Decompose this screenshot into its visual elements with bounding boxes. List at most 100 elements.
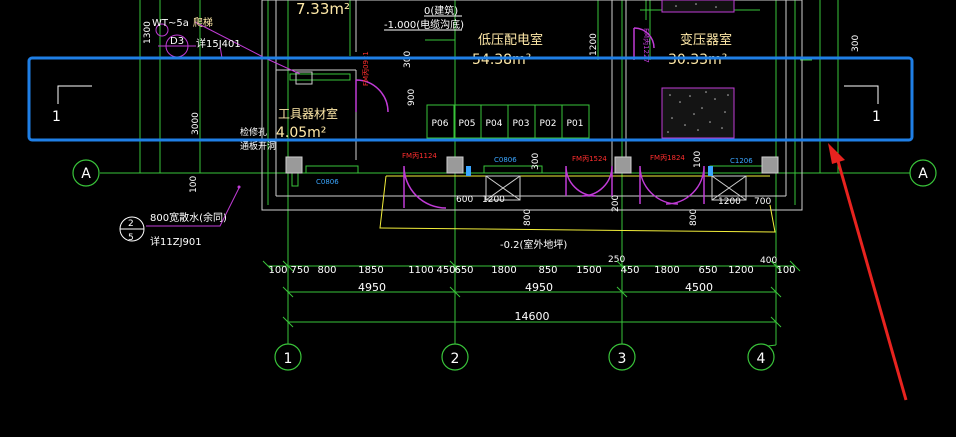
door-fm1524 xyxy=(565,165,613,197)
door-fm-top xyxy=(633,27,655,60)
elevation-cable-trench: -1.000(电缆沟底) xyxy=(384,18,464,31)
hatch-note: 通板开洞 xyxy=(240,140,276,152)
transformer-areas xyxy=(661,0,735,139)
svg-text:800: 800 xyxy=(689,209,699,226)
svg-text:900: 900 xyxy=(407,89,417,106)
dim-segment: 100 xyxy=(776,265,795,276)
detail-number-top: 2 xyxy=(128,219,134,229)
axis-label-3: 3 xyxy=(618,351,627,367)
axis-labels: A A 1 2 3 4 xyxy=(81,166,928,367)
svg-text:300: 300 xyxy=(851,35,861,52)
ladder-label: 爬梯 xyxy=(193,16,213,29)
section-mark-right xyxy=(844,85,879,104)
tag-fm1824: FM丙1824 xyxy=(650,154,685,162)
tool-room-area: 4.05m² xyxy=(276,125,326,141)
column-2 xyxy=(446,156,464,174)
dim-span: 4950 xyxy=(358,281,386,294)
transformer-room-name: 变压器室 xyxy=(680,32,732,48)
panel-label: P01 xyxy=(567,119,584,129)
tag-c0806-left: C0806 xyxy=(316,178,339,186)
dim-segment: 750 xyxy=(290,265,309,276)
svg-text:100: 100 xyxy=(189,176,199,193)
svg-text:1200: 1200 xyxy=(482,195,505,205)
door-fm0921 xyxy=(355,79,389,113)
apron-label: 800宽散水(余同) xyxy=(150,211,227,224)
elevation-outdoor: -0.2(室外地坪) xyxy=(500,238,567,251)
lv-room-area: 54.38m² xyxy=(472,52,531,68)
dim-segment: 1800 xyxy=(654,265,679,276)
d3-label: D3 xyxy=(170,36,184,47)
tag-fm0921: FM丙0921 xyxy=(362,51,370,86)
panel-label: P04 xyxy=(486,119,503,129)
detail-number-bottom: 5 xyxy=(128,233,134,243)
wt-label: WT xyxy=(152,18,169,29)
transformer-room-area: 30.33m² xyxy=(668,52,727,68)
axis-label-a-left: A xyxy=(81,166,91,182)
hatch-hole-label: 检修孔 xyxy=(240,126,267,138)
section-label-right: 1 xyxy=(872,109,881,125)
door-swings xyxy=(355,27,705,209)
elevation-notes: 0(建筑) -1.000(电缆沟底) -0.2(室外地坪) 检修孔 通板开洞 xyxy=(240,4,567,251)
room-labels: 7.33m² 低压配电室 54.38m² 变压器室 30.33m² 工具器材室 … xyxy=(276,0,732,141)
svg-text:1200: 1200 xyxy=(718,197,741,207)
svg-text:400: 400 xyxy=(760,256,777,266)
dimension-row-2: 4950 4950 4500 xyxy=(358,281,713,294)
tag-fm1124: FM丙1124 xyxy=(402,152,437,160)
door-fm1824 xyxy=(639,165,705,205)
panel-labels: P06 P05 P04 P03 P02 P01 xyxy=(432,119,584,129)
axis-label-2: 2 xyxy=(451,351,460,367)
dim-segment: 650 xyxy=(698,265,717,276)
red-arrow-pointer-icon xyxy=(828,143,908,401)
svg-text:3000: 3000 xyxy=(191,112,201,135)
outdoor-steps xyxy=(379,175,776,233)
ref-15j401: 详15J401 xyxy=(196,37,241,50)
dim-segment: 850 xyxy=(538,265,557,276)
svg-text:300: 300 xyxy=(531,153,541,170)
svg-text:800: 800 xyxy=(523,209,533,226)
svg-text:1200: 1200 xyxy=(589,33,599,56)
svg-text:1300: 1300 xyxy=(143,21,153,44)
dim-segment: 800 xyxy=(317,265,336,276)
axis-label-1: 1 xyxy=(284,351,293,367)
panel-label: P06 xyxy=(432,119,449,129)
tool-room-name: 工具器材室 xyxy=(278,106,338,121)
section-label-left: 1 xyxy=(52,109,61,125)
dim-segment: 450 xyxy=(436,265,455,276)
column-1 xyxy=(285,156,303,174)
section-mark-left xyxy=(57,85,92,104)
panel-label: P03 xyxy=(513,119,530,129)
walls xyxy=(261,0,803,211)
tag-fm1524: FM丙1524 xyxy=(572,155,607,163)
switchgear-panels xyxy=(426,104,590,139)
panel-label: P02 xyxy=(540,119,557,129)
svg-text:100: 100 xyxy=(693,151,703,168)
top-room-area: 7.33m² xyxy=(296,0,350,18)
panel-label: P05 xyxy=(459,119,476,129)
dim-span: 4950 xyxy=(525,281,553,294)
tag-fm-top: FM丙1227 xyxy=(642,28,650,63)
column-4 xyxy=(761,156,779,174)
column-3 xyxy=(614,156,632,174)
apron-callout: 2 5 800宽散水(余同) 详11ZJ901 xyxy=(119,185,241,248)
dimension-row-1: 100 750 800 1850 1100 450 650 1800 850 1… xyxy=(268,265,795,276)
ref-11zj901: 详11ZJ901 xyxy=(150,235,202,248)
axis-label-4: 4 xyxy=(757,351,766,367)
dim-segment: 1850 xyxy=(358,265,383,276)
dimension-lines xyxy=(262,260,801,328)
selection-box[interactable] xyxy=(27,56,914,142)
vent-boxes xyxy=(295,71,747,201)
svg-text:200: 200 xyxy=(611,195,621,212)
dim-segment: 1800 xyxy=(491,265,516,276)
door-window-tags: FM丙0921 FM丙1124 FM丙1524 FM丙1824 FM丙1227 … xyxy=(316,28,753,186)
dim-segment: 650 xyxy=(454,265,473,276)
structural-columns xyxy=(285,156,779,174)
lv-room-name: 低压配电室 xyxy=(478,32,543,48)
panel-p01 xyxy=(561,104,590,139)
dim-segment: 100 xyxy=(268,265,287,276)
svg-text:700: 700 xyxy=(754,197,771,207)
svg-text:250: 250 xyxy=(608,255,625,265)
wt-suffix: ~5a xyxy=(168,18,189,29)
